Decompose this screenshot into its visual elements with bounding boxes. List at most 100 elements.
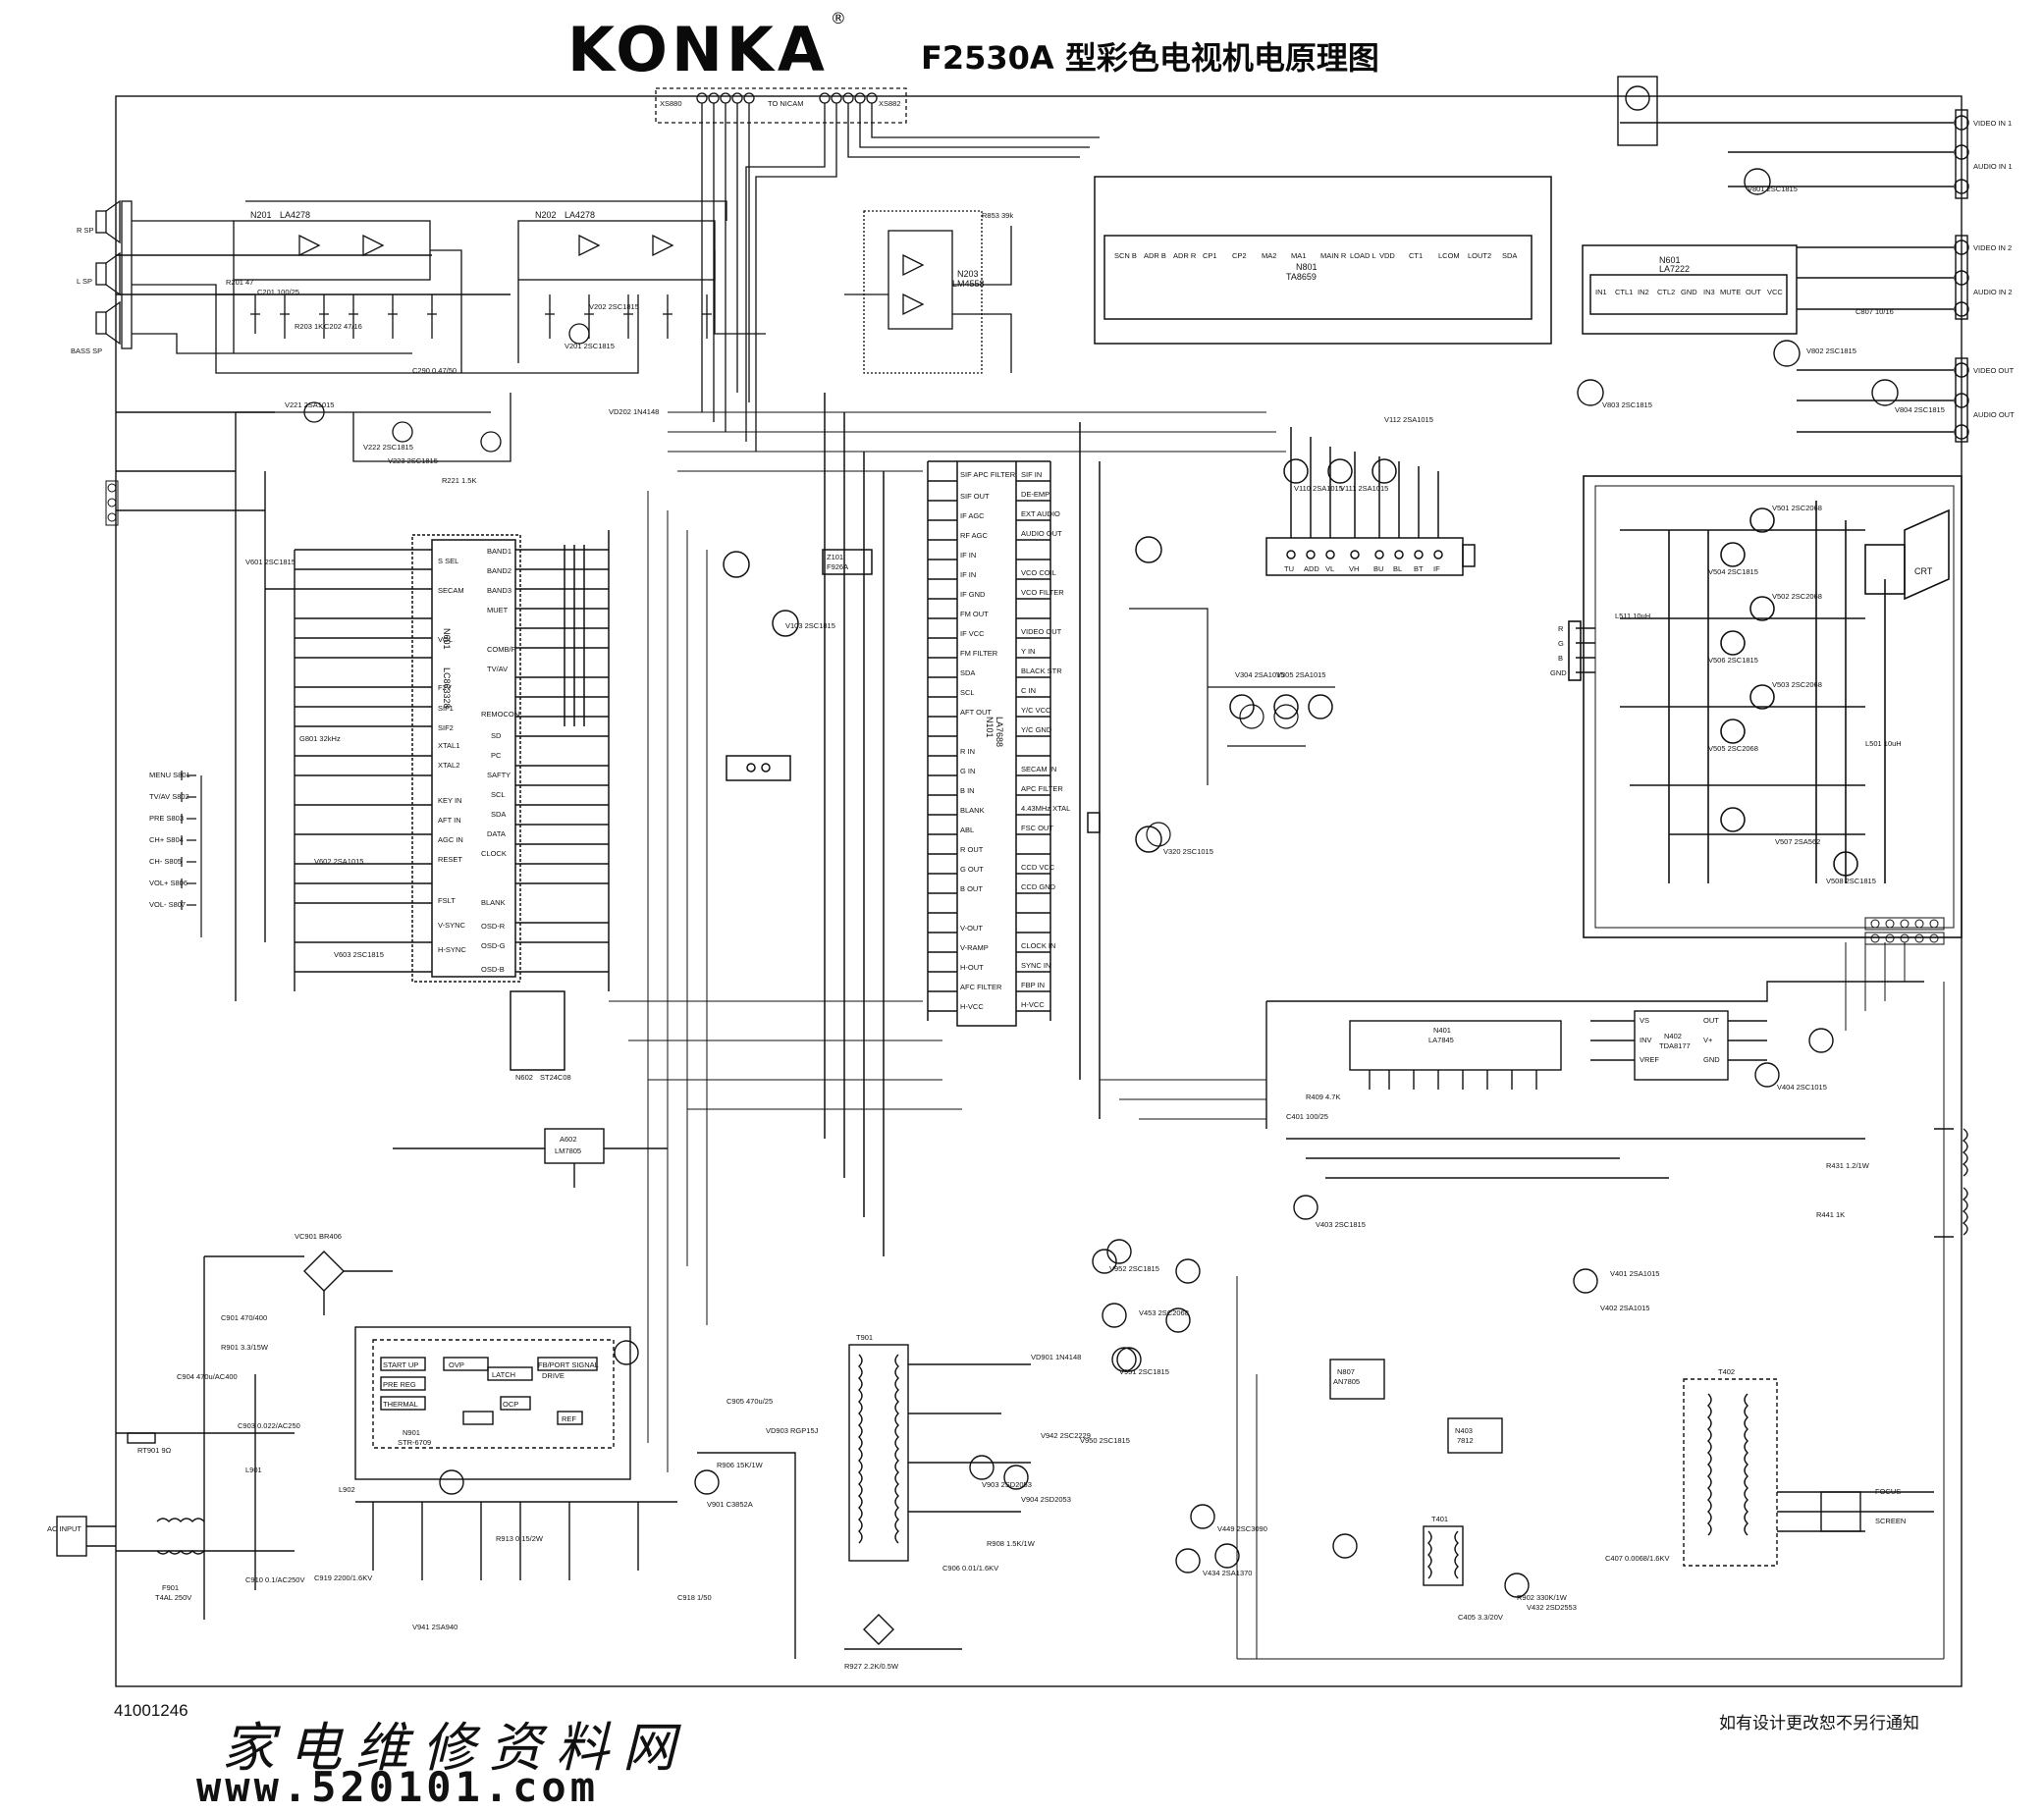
svg-text:4.43MHz XTAL: 4.43MHz XTAL <box>1021 804 1070 813</box>
svg-text:PRE S803: PRE S803 <box>149 814 184 823</box>
svg-text:AFT IN: AFT IN <box>438 816 461 825</box>
av-connector-panel <box>1577 76 1969 443</box>
screen-label: SCREEN <box>1875 1517 1906 1525</box>
svg-text:RT901 9Ω: RT901 9Ω <box>137 1446 172 1455</box>
svg-text:GND: GND <box>1681 288 1697 296</box>
svg-text:VCO COIL: VCO COIL <box>1021 568 1056 577</box>
svg-text:START UP: START UP <box>383 1360 418 1369</box>
svg-text:V802 2SC1815: V802 2SC1815 <box>1806 347 1856 355</box>
brand-name: KONKA <box>567 14 829 85</box>
svg-text:C201 100/25: C201 100/25 <box>257 288 299 296</box>
svg-text:CLOCK: CLOCK <box>481 849 507 858</box>
svg-text:VCO FILTER: VCO FILTER <box>1021 588 1064 597</box>
svg-text:ABL: ABL <box>960 826 974 834</box>
crt-label: CRT <box>1914 566 1933 576</box>
svg-text:LA7845: LA7845 <box>1428 1036 1454 1044</box>
svg-text:V801 2SC1815: V801 2SC1815 <box>1748 185 1798 193</box>
svg-text:F926A: F926A <box>827 562 848 571</box>
svg-text:FBP IN: FBP IN <box>1021 981 1045 989</box>
svg-text:V103 2SC1815: V103 2SC1815 <box>785 621 835 630</box>
svg-text:R409 4.7K: R409 4.7K <box>1306 1093 1340 1101</box>
svg-text:OVP: OVP <box>449 1360 464 1369</box>
n403-chip <box>1447 1417 1503 1454</box>
svg-text:V501 2SC2068: V501 2SC2068 <box>1772 504 1822 512</box>
svg-text:V222 2SC1815: V222 2SC1815 <box>363 443 413 452</box>
svg-text:V903 2SD2053: V903 2SD2053 <box>982 1480 1032 1489</box>
speaker-bass <box>95 300 121 346</box>
nicam-connector <box>655 87 1100 452</box>
svg-text:MENU S801: MENU S801 <box>149 771 190 779</box>
xs882-label: XS882 <box>879 99 901 108</box>
svg-text:SYNC IN: SYNC IN <box>1021 961 1050 970</box>
t402-label: T402 <box>1718 1367 1735 1376</box>
svg-text:V601 2SC1815: V601 2SC1815 <box>245 558 296 566</box>
svg-text:N101: N101 <box>985 717 995 738</box>
svg-text:CP1: CP1 <box>1203 251 1217 260</box>
svg-text:V804 2SC1815: V804 2SC1815 <box>1895 405 1945 414</box>
svg-text:CCD VCC: CCD VCC <box>1021 863 1055 872</box>
svg-text:R IN: R IN <box>960 747 975 756</box>
svg-text:DATA: DATA <box>487 829 506 838</box>
svg-text:C401 100/25: C401 100/25 <box>1286 1112 1328 1121</box>
svg-text:OSD-R: OSD-R <box>481 922 506 931</box>
svg-text:ADR B: ADR B <box>1144 251 1166 260</box>
svg-text:LATCH: LATCH <box>492 1370 515 1379</box>
watermark-url: www.520101.com <box>196 1763 600 1811</box>
svg-text:N203: N203 <box>957 269 979 279</box>
document-number: 41001246 <box>114 1701 188 1720</box>
svg-text:LA7222: LA7222 <box>1659 264 1690 274</box>
svg-text:OUT: OUT <box>1703 1016 1719 1025</box>
svg-text:7812: 7812 <box>1457 1436 1474 1445</box>
svg-text:VDD: VDD <box>1379 251 1395 260</box>
t901-transformer <box>848 1344 909 1562</box>
svg-text:BLANK: BLANK <box>960 806 985 815</box>
svg-text:LOAD L: LOAD L <box>1350 251 1376 260</box>
svg-text:G: G <box>1558 639 1564 648</box>
svg-text:VL: VL <box>1325 564 1334 573</box>
svg-text:C910 0.1/AC250V: C910 0.1/AC250V <box>245 1575 304 1584</box>
svg-text:V432 2SD2553: V432 2SD2553 <box>1527 1603 1577 1612</box>
svg-text:L511 10uH: L511 10uH <box>1615 612 1650 620</box>
svg-text:XTAL2: XTAL2 <box>438 761 459 770</box>
svg-text:V402 2SA1015: V402 2SA1015 <box>1600 1304 1649 1312</box>
svg-text:V950 2SC1815: V950 2SC1815 <box>1080 1436 1130 1445</box>
svg-text:V803 2SC1815: V803 2SC1815 <box>1602 400 1652 409</box>
n202-chip <box>517 220 716 281</box>
svg-text:IF VCC: IF VCC <box>960 629 985 638</box>
svg-text:G OUT: G OUT <box>960 865 984 874</box>
svg-text:V+: V+ <box>1703 1036 1713 1044</box>
fuse <box>127 1432 156 1444</box>
svg-text:R OUT: R OUT <box>960 845 984 854</box>
svg-text:TA8659: TA8659 <box>1286 272 1317 282</box>
svg-text:FB/PORT SIGNAL: FB/PORT SIGNAL <box>538 1360 599 1369</box>
n101-chip <box>723 393 1162 1256</box>
svg-text:N602: N602 <box>515 1073 533 1082</box>
svg-text:V304 2SA1015: V304 2SA1015 <box>1235 670 1284 679</box>
svg-text:SECAM: SECAM <box>438 586 464 595</box>
svg-text:IF AGC: IF AGC <box>960 511 985 520</box>
svg-text:N601: N601 <box>1659 255 1681 265</box>
svg-text:H-OUT: H-OUT <box>960 963 984 972</box>
speaker-r <box>95 199 121 244</box>
svg-text:EXT AUDIO: EXT AUDIO <box>1021 509 1060 518</box>
svg-text:OSD-B: OSD-B <box>481 965 505 974</box>
svg-text:V503 2SC2068: V503 2SC2068 <box>1772 680 1822 689</box>
svg-text:V942 2SC2229: V942 2SC2229 <box>1041 1431 1091 1440</box>
n402-chip <box>1634 1010 1729 1081</box>
svg-text:SIF1: SIF1 <box>438 704 454 713</box>
front-panel-keys <box>181 771 202 937</box>
svg-text:IF: IF <box>1433 564 1440 573</box>
svg-text:F2V: F2V <box>438 683 452 692</box>
n601-chip <box>1582 244 1798 335</box>
svg-text:SIF APC FILTER: SIF APC FILTER <box>960 470 1016 479</box>
